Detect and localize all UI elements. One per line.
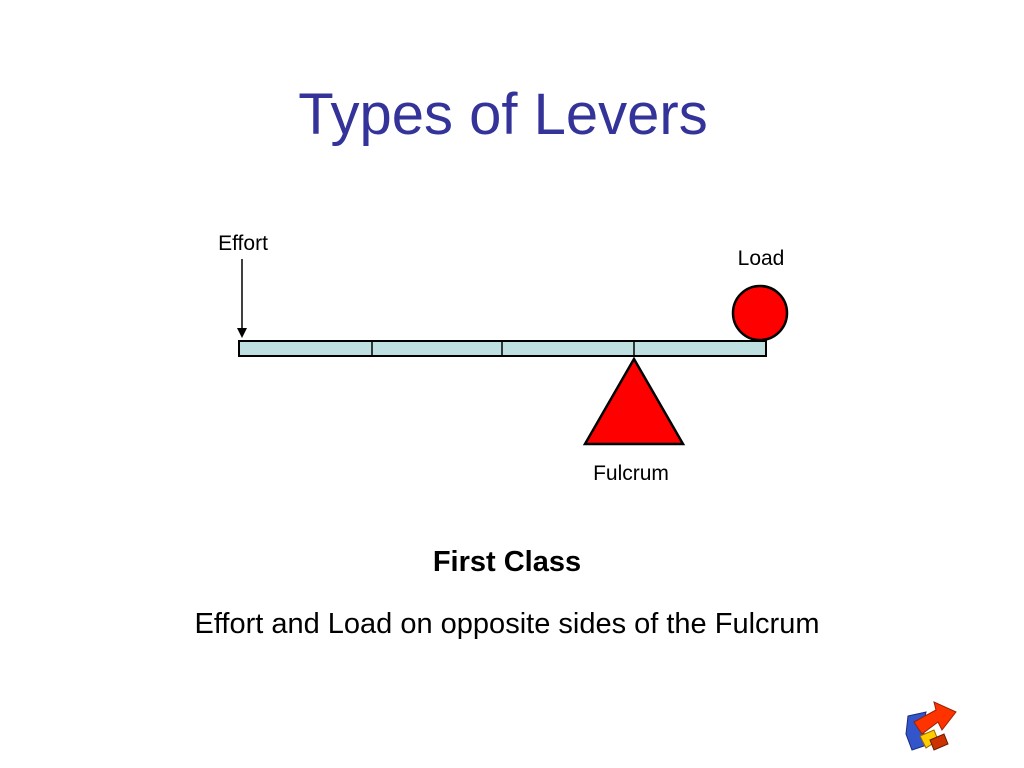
lever-class-heading: First Class (432, 546, 582, 578)
effort-label: Effort (218, 232, 268, 255)
lever-beam (238, 340, 767, 357)
slide-title: Types of Levers (298, 82, 708, 147)
forward-arrow-icon[interactable] (904, 700, 958, 754)
fulcrum-triangle (582, 356, 686, 446)
load-label: Load (738, 247, 785, 270)
fulcrum-label: Fulcrum (593, 462, 669, 485)
lever-class-description: Effort and Load on opposite sides of the… (194, 608, 820, 640)
load-ball (731, 284, 789, 342)
effort-arrow (237, 259, 247, 338)
